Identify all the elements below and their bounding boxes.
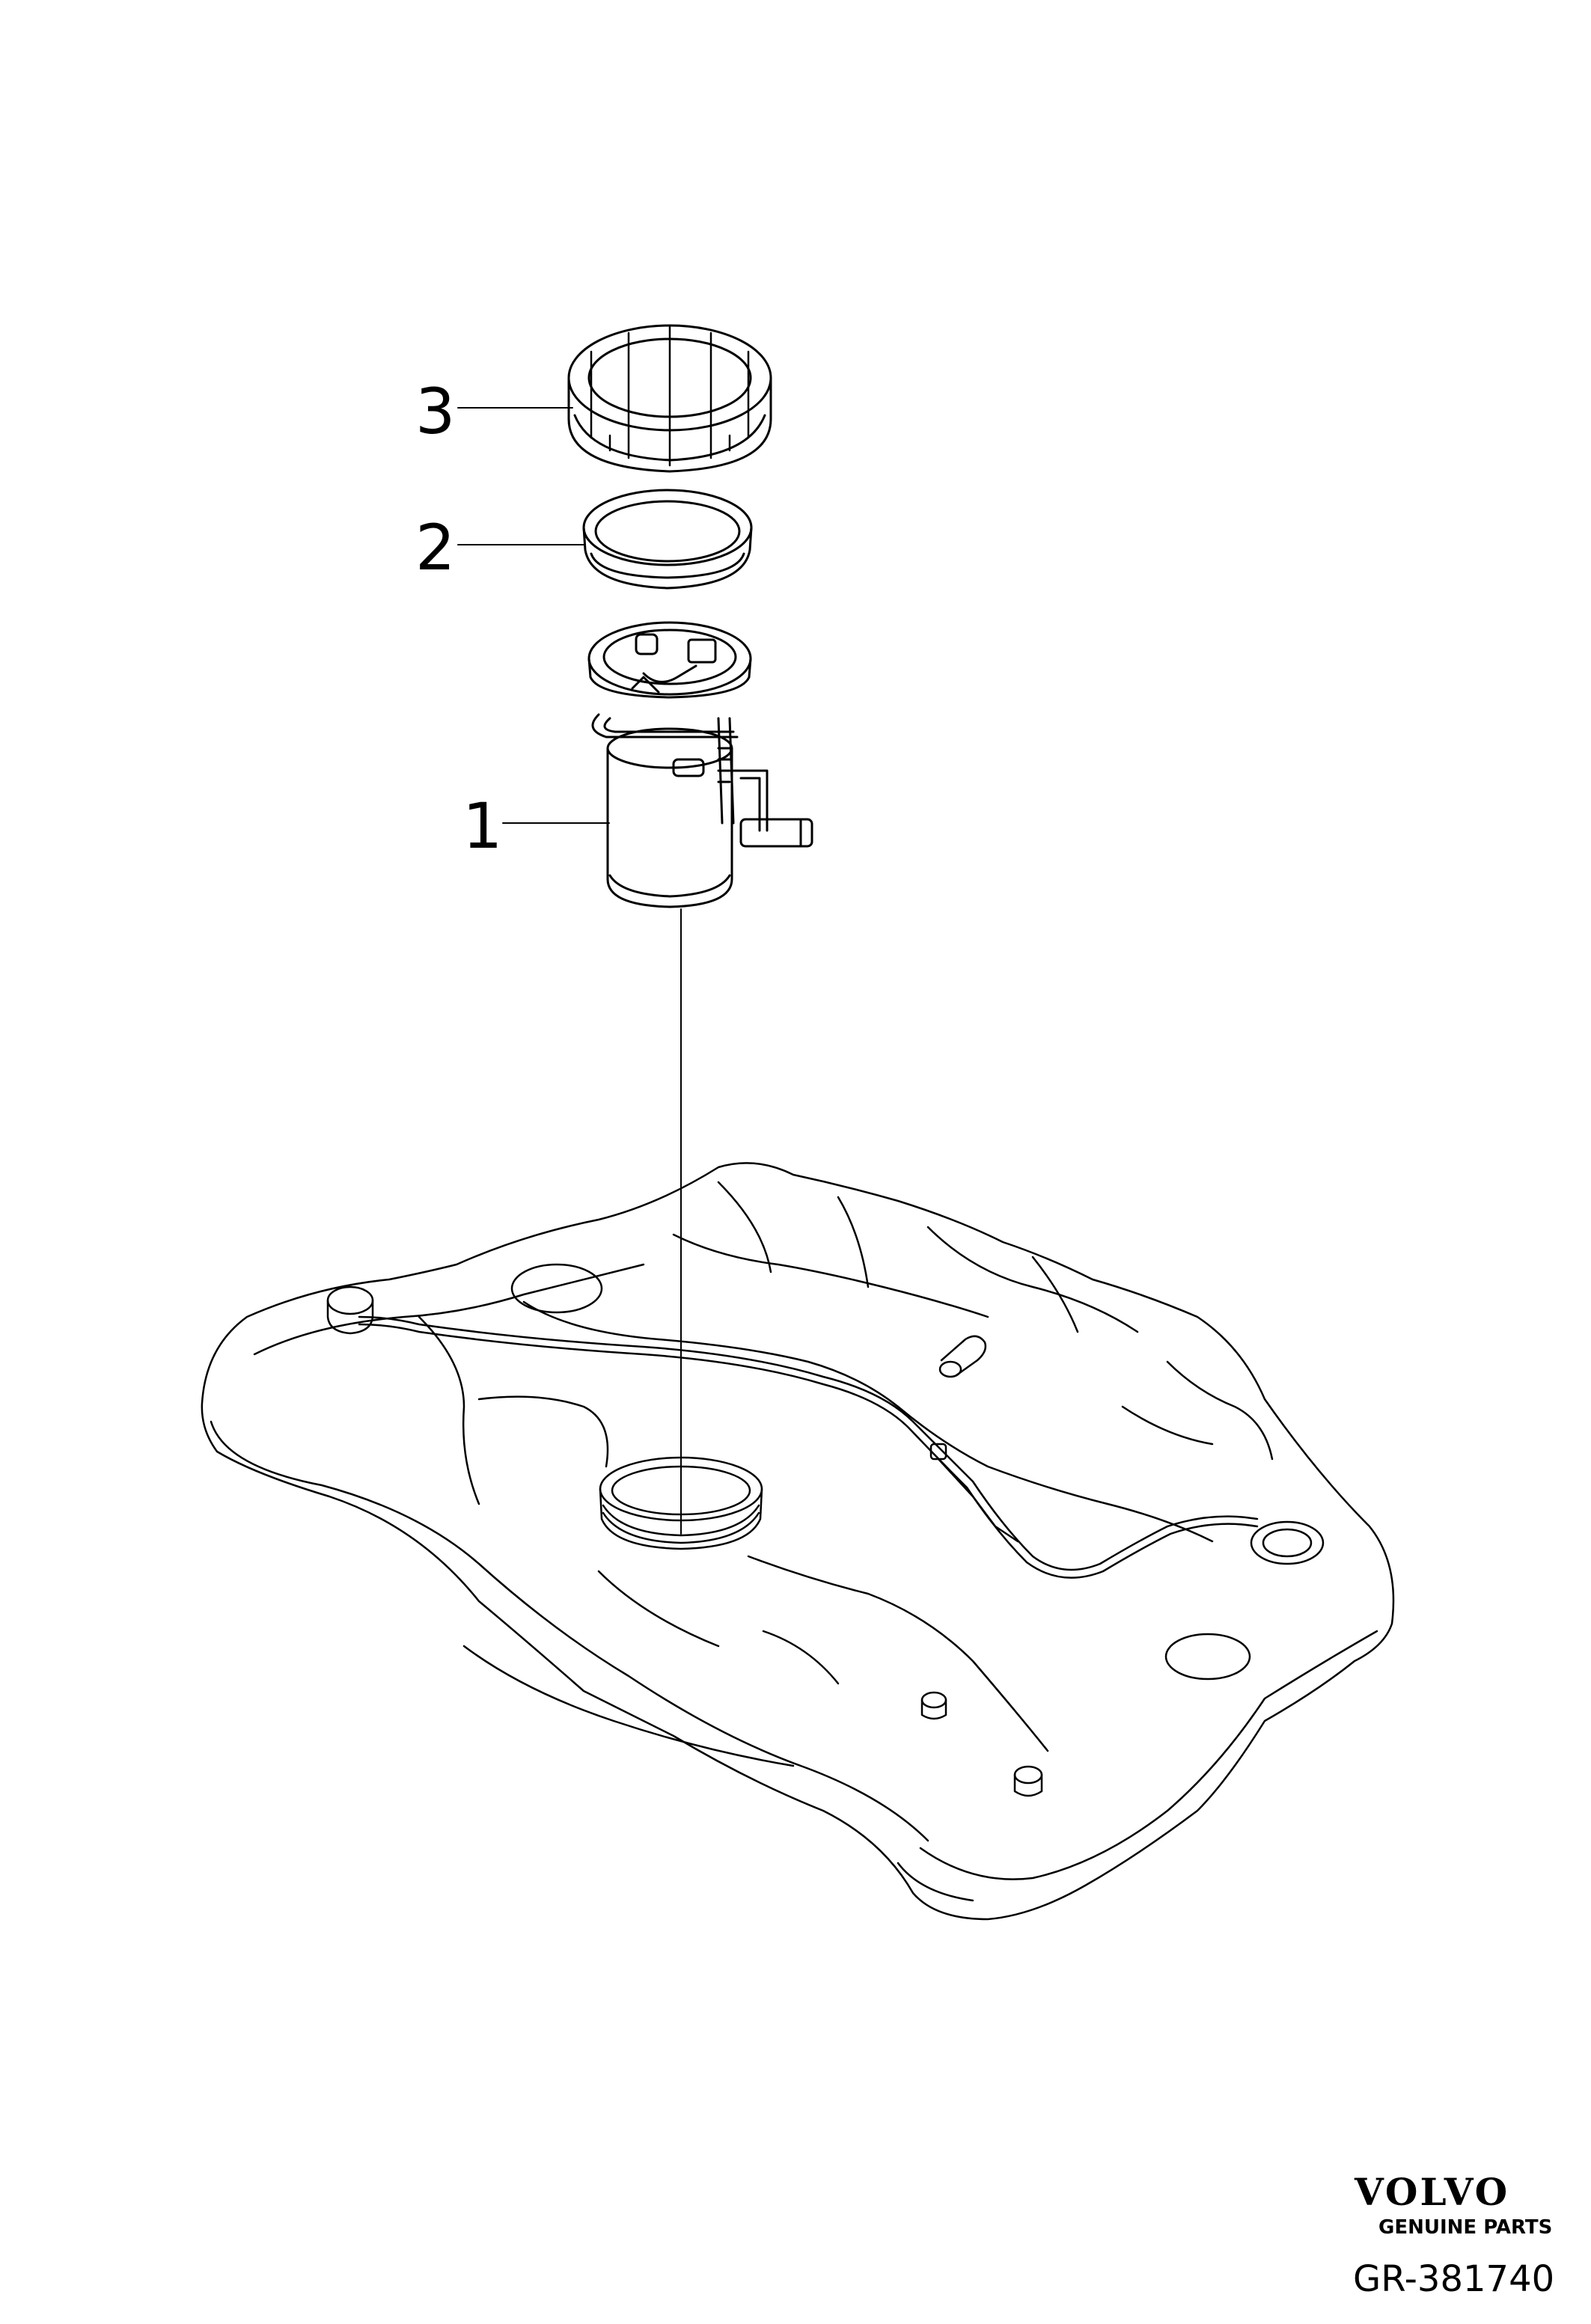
fuel-pump-drawing <box>587 621 813 908</box>
callout-1: 1 <box>462 789 503 863</box>
drawing-number: GR-381740 <box>1353 2258 1555 2300</box>
callout-2: 2 <box>415 511 456 584</box>
genuine-parts-tagline: GENUINE PARTS <box>1378 2216 1553 2239</box>
fuel-tank-drawing <box>201 1162 1395 1921</box>
locking-ring-drawing <box>567 324 772 473</box>
volvo-logo: VOLVO <box>1355 2170 1510 2214</box>
callout-3: 3 <box>415 375 456 448</box>
seal-ring-drawing <box>582 489 753 590</box>
leader-lines <box>457 407 682 1535</box>
